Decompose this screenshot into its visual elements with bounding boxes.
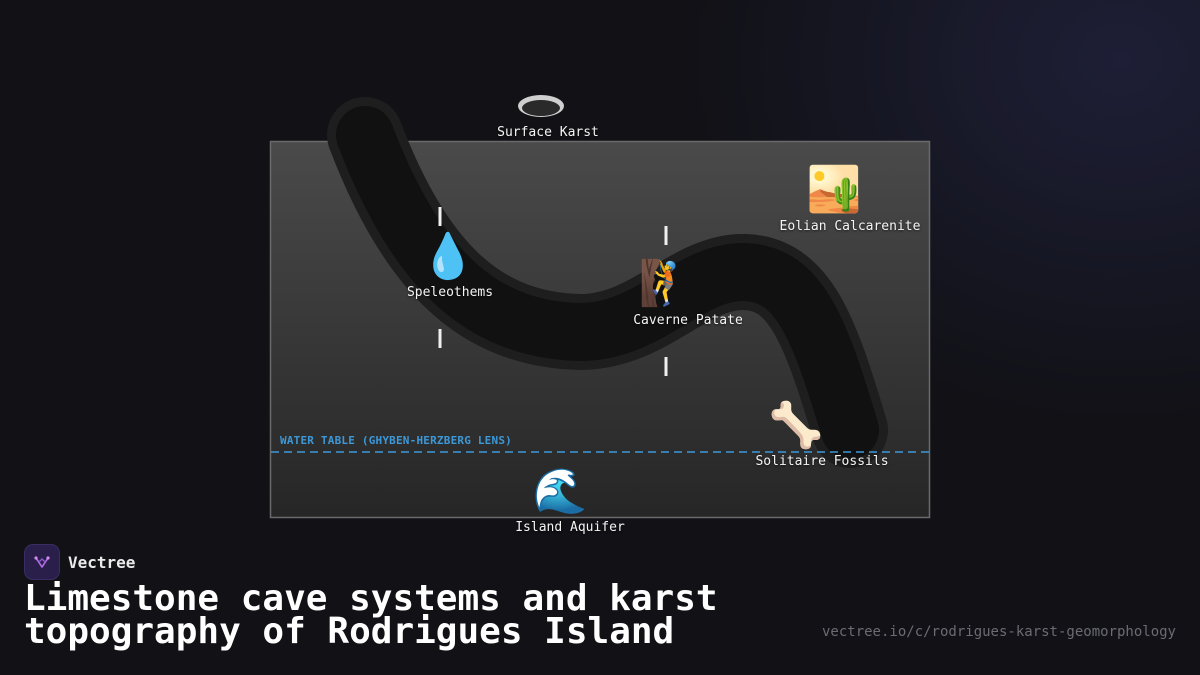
page-title: Limestone cave systems and karst topogra… [24, 578, 718, 652]
surface-karst-label: Surface Karst [497, 125, 599, 140]
caverne-patate-label: Caverne Patate [633, 313, 743, 328]
vectree-logo-icon [24, 544, 60, 580]
island-aquifer-label: Island Aquifer [515, 520, 625, 535]
desert-icon: 🏜️ [806, 164, 862, 215]
speleothems-label: Speleothems [406, 285, 494, 300]
source-url[interactable]: vectree.io/c/rodrigues-karst-geomorpholo… [821, 624, 1176, 640]
brand-name: Vectree [68, 552, 136, 572]
water-drop-icon: 💧 [420, 231, 476, 282]
climber-icon: 🧗 [638, 258, 694, 309]
solitaire-fossils-label: Solitaire Fossils [755, 454, 889, 469]
brand: Vectree [24, 544, 135, 580]
wave-icon: 🌊 [532, 466, 588, 517]
eolian-calcarenite-label: Eolian Calcarenite [779, 219, 921, 234]
bone-icon: 🦴 [768, 400, 824, 451]
water-table-label: WATER TABLE (GHYBEN-HERZBERG LENS) [280, 434, 512, 447]
sinkhole-icon [518, 95, 564, 117]
cave-passage [336, 106, 879, 459]
